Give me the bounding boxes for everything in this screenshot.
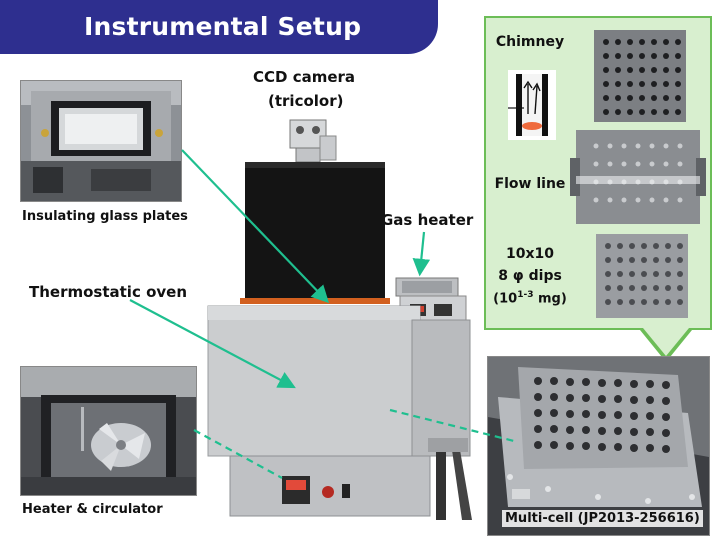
spec-line-grid: 10x10 — [506, 246, 554, 262]
multicell-photo — [487, 356, 710, 536]
ccd-camera-label-line2: (tricolor) — [268, 92, 344, 110]
insulating-glass-photo — [20, 80, 182, 202]
slide-title: Instrumental Setup — [84, 12, 362, 41]
thermostatic-oven-label: Thermostatic oven — [29, 283, 187, 301]
callout-pointer-fill — [643, 328, 689, 356]
ccd-camera-label-line1: CCD camera — [253, 68, 356, 86]
spec-mass-suffix: mg) — [533, 291, 567, 307]
flow-line-label: Flow line — [494, 176, 566, 192]
dashed-heater-link — [193, 429, 283, 479]
gas-heater-label: Gas heater — [381, 211, 474, 229]
chimney-schematic — [508, 70, 556, 140]
multicell-label: Multi-cell (JP2013-256616) — [502, 510, 703, 527]
apparatus-photo — [200, 110, 480, 530]
spec-mass-prefix: (10 — [493, 291, 518, 307]
title-banner — [0, 0, 438, 54]
spec-line-mass: (101-3 mg) — [488, 290, 572, 306]
insulating-label: Insulating glass plates — [22, 209, 188, 224]
heater-circulator-label: Heater & circulator — [22, 502, 163, 517]
spec-mass-exponent: 1-3 — [517, 290, 534, 300]
spec-line-dips: 8 φ dips — [498, 268, 562, 284]
arrow-thermostatic — [129, 299, 296, 389]
arrow-ccd-to-oven — [181, 149, 330, 304]
arrow-gas-heater — [412, 231, 431, 277]
heater-circulator-photo — [20, 366, 197, 496]
dashed-multicell-link — [389, 408, 519, 444]
chimney-label: Chimney — [495, 34, 565, 50]
exploded-cell-photo — [570, 26, 706, 322]
